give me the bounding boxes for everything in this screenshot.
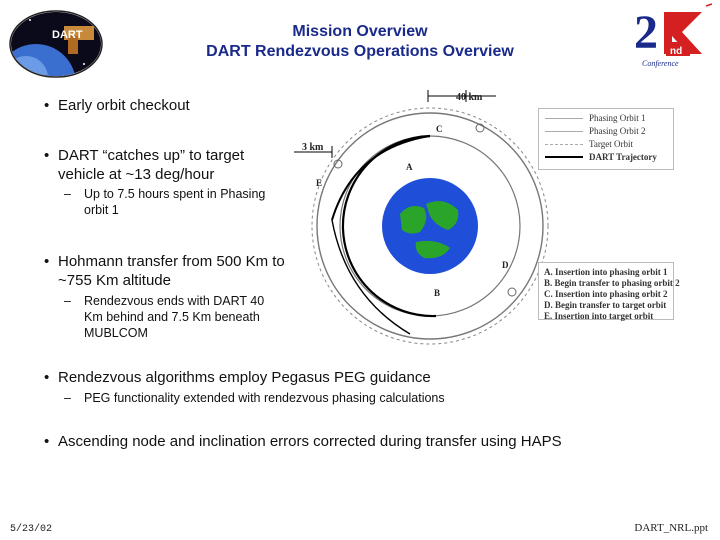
legend-label: Target Orbit <box>589 139 633 149</box>
earth <box>382 178 478 274</box>
conference-logo-suffix: nd <box>670 46 682 57</box>
dart-logo-text: DART <box>52 29 83 41</box>
bullet-text-line-2: vehicle at ~13 deg/hour <box>58 166 215 183</box>
bullet-text-line-1: DART “catches up” to target <box>58 147 245 164</box>
event-list: A. Insertion into phasing orbit 1 B. Beg… <box>538 262 680 321</box>
phasing-orbit-2 <box>316 112 544 340</box>
orbit-diagram: 40 km 3 km C A E D B <box>290 86 710 348</box>
point-d-label: D <box>502 260 509 270</box>
event-item: B. Begin transfer to phasing orbit 2 <box>544 278 680 288</box>
legend-item: DART Trajectory <box>545 152 671 163</box>
event-item: A. Insertion into phasing orbit 1 <box>544 267 668 277</box>
footer-date: 5/23/02 <box>10 524 53 535</box>
conference-logo: 2 nd Conference <box>618 2 716 80</box>
bullet-text: Ascending node and inclination errors co… <box>58 433 562 450</box>
sub-bullet-line-2: orbit 1 <box>84 203 119 217</box>
legend-swatch <box>545 131 583 132</box>
sub-bullet-line-2: Km behind and 7.5 Km beneath <box>84 310 260 324</box>
point-b-label: B <box>434 288 441 298</box>
conference-logo-numeral: 2 <box>634 6 658 59</box>
bullet-hohmann-transfer: • Hohmann transfer from 500 Km to ~755 K… <box>44 252 304 290</box>
bullet-text-line-1: Hohmann transfer from 500 Km to <box>58 253 285 270</box>
bullet-rendezvous-algorithms: • Rendezvous algorithms employ Pegasus P… <box>44 368 664 387</box>
bullet-catches-up: • DART “catches up” to target vehicle at… <box>44 146 304 184</box>
title-line-2: DART Rendezvous Operations Overview <box>206 43 514 60</box>
orbit-legend: Phasing Orbit 1 Phasing Orbit 2 Target O… <box>538 108 674 170</box>
sub-bullet-rendezvous-ends: – Rendezvous ends with DART 40 Km behind… <box>64 293 304 341</box>
bullet-text: Rendezvous algorithms employ Pegasus PEG… <box>58 369 431 386</box>
event-item: E. Insertion into target orbit <box>544 311 654 321</box>
sub-bullet-dash: – <box>64 294 71 308</box>
sub-bullet-dash: – <box>64 391 71 405</box>
dart-trajectory <box>341 134 437 318</box>
footer-filename: DART_NRL.ppt <box>634 522 708 534</box>
bullet-text: Early orbit checkout <box>58 97 190 114</box>
target-spacecraft-icon <box>475 123 485 133</box>
point-c-label: C <box>436 124 443 134</box>
bullet-dot: • <box>44 147 50 164</box>
legend-swatch <box>545 156 583 158</box>
legend-swatch <box>545 144 583 145</box>
dart-spacecraft-icon <box>333 159 343 169</box>
sub-bullet-phasing-orbit: – Up to 7.5 hours spent in Phasing orbit… <box>64 186 304 218</box>
bullet-early-orbit: • Early orbit checkout <box>44 96 304 115</box>
title-line-1: Mission Overview <box>292 23 428 40</box>
legend-label: DART Trajectory <box>589 152 657 162</box>
bullet-text-line-2: ~755 Km altitude <box>58 272 171 289</box>
dart-logo: DART <box>6 6 116 88</box>
sub-bullet-line-1: PEG functionality extended with rendezvo… <box>84 391 445 405</box>
bullet-dot: • <box>44 433 50 450</box>
legend-item: Phasing Orbit 1 <box>545 113 671 124</box>
sub-bullet-dash: – <box>64 187 71 201</box>
sub-bullet-line-3: MUBLCOM <box>84 326 148 340</box>
conference-logo-caption: Conference <box>642 59 679 68</box>
bullet-ascending-node: • Ascending node and inclination errors … <box>44 432 684 451</box>
slide-title: Mission Overview DART Rendezvous Operati… <box>110 22 610 62</box>
label-40km: 40 km <box>456 92 483 103</box>
legend-item: Target Orbit <box>545 139 671 150</box>
label-3km: 3 km <box>302 142 324 153</box>
legend-label: Phasing Orbit 1 <box>589 113 646 123</box>
bullet-dot: • <box>44 253 50 270</box>
legend-label: Phasing Orbit 2 <box>589 126 646 136</box>
sub-bullet-line-1: Rendezvous ends with DART 40 <box>84 294 265 308</box>
legend-item: Phasing Orbit 2 <box>545 126 671 137</box>
event-item: D. Begin transfer to target orbit <box>544 300 667 310</box>
bullet-dot: • <box>44 97 50 114</box>
dart-trajectory-final <box>331 219 411 335</box>
dart-trajectory-transfer <box>331 135 431 221</box>
point-a-label: A <box>406 162 413 172</box>
legend-swatch <box>545 118 583 119</box>
sub-bullet-line-1: Up to 7.5 hours spent in Phasing <box>84 187 266 201</box>
bullet-dot: • <box>44 369 50 386</box>
point-e-label: E <box>316 178 323 188</box>
event-item: C. Insertion into phasing orbit 2 <box>544 289 668 299</box>
target-orbit <box>311 107 549 345</box>
spacecraft-d-icon <box>507 287 517 297</box>
sub-bullet-peg-functionality: – PEG functionality extended with rendez… <box>64 390 664 406</box>
